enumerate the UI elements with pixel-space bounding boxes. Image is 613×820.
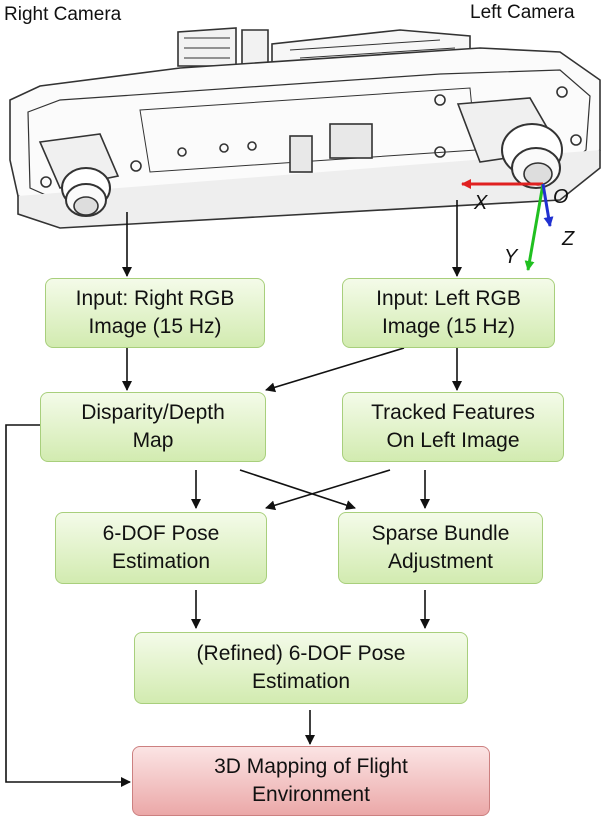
node-pose-line2: Estimation bbox=[111, 550, 211, 573]
node-bundle-line1: Sparse Bundle bbox=[371, 522, 510, 545]
node-bundle-line2: Adjustment bbox=[387, 550, 494, 573]
node-disparity-line2: Map bbox=[132, 429, 174, 452]
node-right-input-line2: Image (15 Hz) bbox=[88, 315, 222, 338]
y-axis-arrow bbox=[524, 183, 545, 271]
x-axis-label: X bbox=[474, 192, 488, 214]
node-mapping-line1: 3D Mapping of Flight bbox=[214, 755, 408, 778]
arrow-disparity-to-bundle bbox=[239, 469, 356, 510]
node-left-input-line2: Image (15 Hz) bbox=[381, 315, 516, 338]
node-mapping-line2: Environment bbox=[252, 783, 370, 806]
node-refined-line2: Estimation bbox=[251, 670, 351, 693]
node-left-input: Input: Left RGB Image (15 Hz) bbox=[342, 278, 555, 348]
right-camera-label: Right Camera bbox=[4, 4, 122, 25]
node-pose-line1: 6-DOF Pose bbox=[102, 522, 220, 545]
left-camera-label: Left Camera bbox=[470, 2, 575, 23]
stereo-camera-illustration bbox=[9, 27, 601, 229]
node-refined-line1: (Refined) 6-DOF Pose bbox=[196, 642, 406, 665]
z-axis-arrow bbox=[541, 183, 554, 227]
z-axis-label: Z bbox=[562, 228, 575, 250]
origin-label: O bbox=[553, 186, 569, 208]
arrow-disparity-to-mapping bbox=[5, 424, 131, 787]
node-tracked-line1: Tracked Features bbox=[371, 401, 535, 424]
node-disparity-line1: Disparity/Depth bbox=[81, 401, 225, 424]
arrow-tracked-to-pose bbox=[265, 469, 391, 511]
node-tracked-line2: On Left Image bbox=[386, 429, 520, 452]
arrow-left-input-to-disparity bbox=[265, 347, 405, 393]
y-axis-label: Y bbox=[504, 246, 518, 268]
node-right-input: Input: Right RGB Image (15 Hz) bbox=[45, 278, 265, 348]
node-tracked-features: Tracked Features On Left Image bbox=[342, 392, 564, 462]
node-left-input-line1: Input: Left RGB bbox=[376, 287, 521, 310]
node-right-input-line1: Input: Right RGB bbox=[75, 287, 235, 310]
